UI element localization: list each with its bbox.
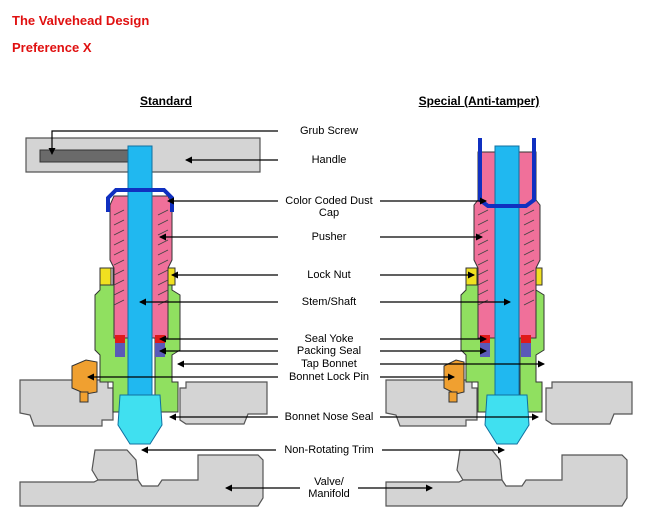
special-pusher-threads	[477, 209, 535, 306]
label-valve-manifold: Valve/ Manifold	[300, 476, 358, 500]
label-packing-seal: Packing Seal	[278, 345, 380, 357]
standard-bonnet-lock-pin	[71, 359, 98, 395]
standard-packing-seal-right	[155, 343, 165, 357]
diagram-title: The Valvehead Design	[12, 13, 150, 28]
diagram-subtitle: Preference X	[12, 40, 92, 55]
label-dust-cap: Color Coded Dust Cap	[278, 195, 380, 219]
standard-packing-seal-left	[115, 343, 125, 357]
special-packing-seal-left	[480, 343, 490, 357]
standard-grub-screw	[39, 149, 131, 163]
standard-lock-nut-left	[99, 267, 112, 286]
special-valvehead	[385, 138, 633, 507]
label-bonnet-nose-seal: Bonnet Nose Seal	[278, 411, 380, 423]
special-seal-yoke-right	[521, 335, 531, 343]
standard-non-rotating-trim	[117, 394, 163, 445]
special-stem-shaft	[494, 145, 520, 401]
standard-lock-pin-stem	[79, 391, 89, 403]
special-lock-pin-stem	[448, 391, 458, 403]
special-lock-nut-left	[465, 267, 478, 286]
special-heading: Special (Anti-tamper)	[418, 94, 540, 108]
label-grub-screw: Grub Screw	[278, 125, 380, 137]
special-non-rotating-trim	[484, 394, 530, 445]
label-stem-shaft: Stem/Shaft	[278, 296, 380, 308]
special-packing-seal-right	[521, 343, 531, 357]
standard-heading: Standard	[139, 94, 193, 108]
standard-manifold	[19, 379, 268, 507]
standard-valvehead	[19, 137, 268, 507]
special-dust-cap	[478, 138, 536, 208]
label-non-rotating-trim: Non-Rotating Trim	[278, 444, 380, 456]
label-seal-yoke: Seal Yoke	[278, 333, 380, 345]
label-lock-nut: Lock Nut	[278, 269, 380, 281]
arrow-grub-screw-left	[48, 130, 290, 155]
label-pusher: Pusher	[278, 231, 380, 243]
label-handle: Handle	[278, 154, 380, 166]
label-tap-bonnet: Tap Bonnet	[278, 358, 380, 370]
standard-seal-yoke-left	[115, 335, 125, 343]
label-bonnet-lock-pin: Bonnet Lock Pin	[278, 371, 380, 383]
standard-stem-shaft	[127, 145, 153, 401]
